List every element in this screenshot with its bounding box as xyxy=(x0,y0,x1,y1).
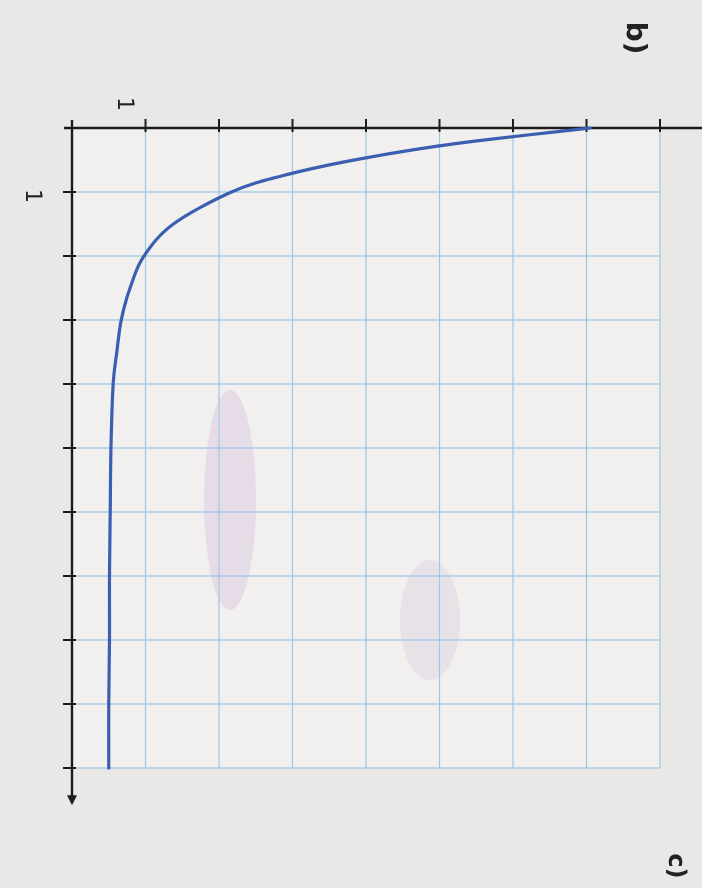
series-curve xyxy=(107,126,592,770)
grid-lines xyxy=(72,128,661,769)
x-tick-label-group: 1 xyxy=(20,189,45,203)
axes xyxy=(64,120,702,806)
axis-ticks xyxy=(63,119,661,769)
y-tick-label-1: 1 xyxy=(112,97,137,111)
x-tick-label-1: 1 xyxy=(20,189,45,203)
y-tick-label-group: 1 xyxy=(112,97,137,111)
purple-stain xyxy=(204,390,256,610)
part-b-label-group: b) xyxy=(620,22,653,55)
part-c-label: c) xyxy=(663,853,691,878)
purple-stain xyxy=(400,560,460,680)
plot-curves xyxy=(107,126,592,770)
part-c-label-group: c) xyxy=(663,853,691,878)
part-b-label: b) xyxy=(620,22,653,55)
